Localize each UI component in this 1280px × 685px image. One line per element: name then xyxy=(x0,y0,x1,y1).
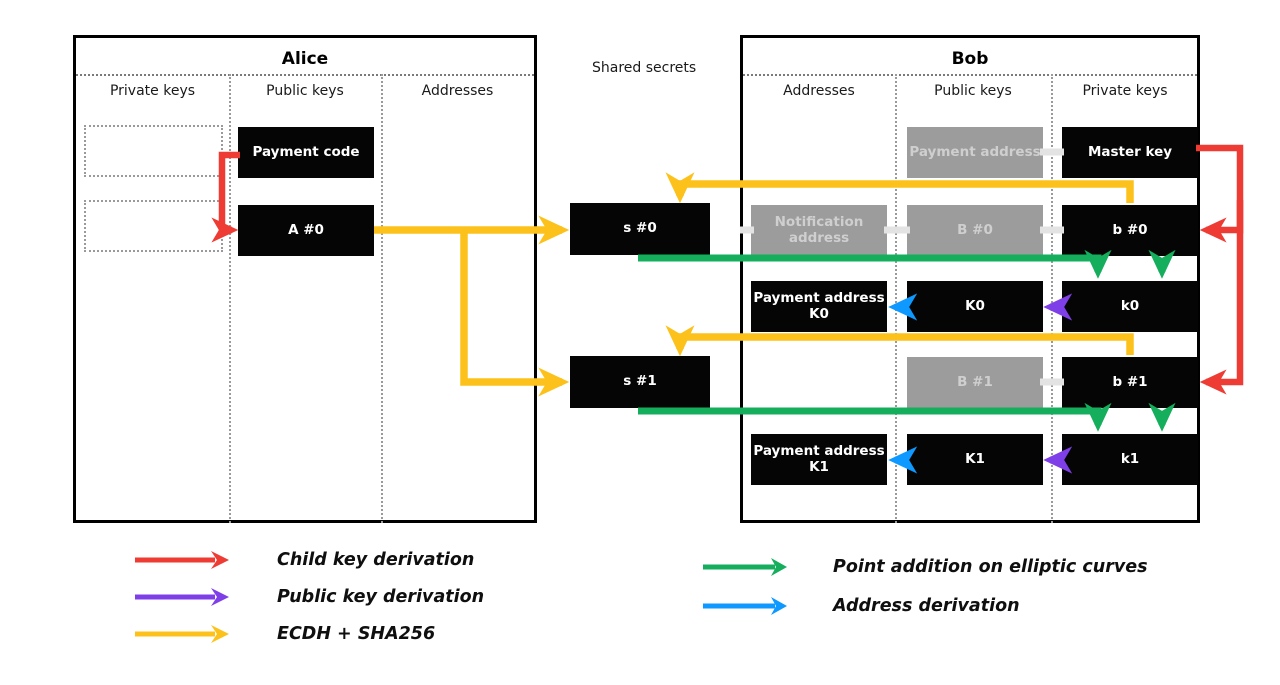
bob-address-notification-box: Notification address xyxy=(751,205,887,256)
shared-secret-s0-box[interactable]: s #0 xyxy=(570,203,710,255)
bob-col-divider-1 xyxy=(895,74,897,523)
legend-arrow-blue-icon xyxy=(703,597,787,615)
bob-public-payment-address-box: Payment address xyxy=(907,127,1043,178)
alice-panel-title: Alice xyxy=(281,49,329,69)
bob-panel-title: Bob xyxy=(951,49,989,69)
bob-private-master-key-box[interactable]: Master key xyxy=(1062,127,1198,178)
legend-child-key-derivation-label: Child key derivation xyxy=(277,550,475,570)
bob-col-divider-2 xyxy=(1051,74,1053,523)
bob-private-k0-box[interactable]: k0 xyxy=(1062,281,1198,332)
legend-public-key-derivation: Public key derivation xyxy=(133,585,484,609)
alice-col-head-addresses: Addresses xyxy=(421,83,494,99)
alice-header-divider xyxy=(76,74,534,76)
alice-panel: Alice Private keys Public keys Addresses xyxy=(73,35,537,523)
bob-private-b0-box[interactable]: b #0 xyxy=(1062,205,1198,256)
alice-col-divider-1 xyxy=(229,74,231,523)
legend-ecdh-sha256-label: ECDH + SHA256 xyxy=(277,624,436,644)
shared-secrets-label: Shared secrets xyxy=(592,60,697,76)
alice-col-head-private-keys: Private keys xyxy=(109,83,196,99)
shared-secret-s1-box[interactable]: s #1 xyxy=(570,356,710,408)
bob-public-b0-box: B #0 xyxy=(907,205,1043,256)
bob-col-head-addresses: Addresses xyxy=(783,83,855,99)
alice-public-a0-box[interactable]: A #0 xyxy=(238,205,374,256)
legend-arrow-green-icon xyxy=(703,558,787,576)
legend-public-key-derivation-label: Public key derivation xyxy=(277,587,485,607)
legend-address-derivation-label: Address derivation xyxy=(833,596,1020,616)
alice-col-head-public-keys: Public keys xyxy=(266,83,344,99)
bob-private-b1-box[interactable]: b #1 xyxy=(1062,357,1198,408)
red-arrow-bob-master-to-b1 xyxy=(1199,200,1244,395)
alice-private-placeholder-2 xyxy=(84,200,223,252)
legend-point-addition: Point addition on elliptic curves xyxy=(701,555,1148,579)
legend-ecdh-sha256: ECDH + SHA256 xyxy=(133,622,435,646)
red-arrow-bob-master-to-b0 xyxy=(1196,144,1244,243)
bob-private-k1-box[interactable]: k1 xyxy=(1062,434,1198,485)
legend-arrow-yellow-icon xyxy=(135,625,229,643)
legend-address-derivation: Address derivation xyxy=(701,594,1020,618)
bob-col-head-private-keys: Private keys xyxy=(1082,83,1168,99)
alice-private-placeholder-1 xyxy=(84,125,223,177)
bob-public-k0-box[interactable]: K0 xyxy=(907,281,1043,332)
legend-arrow-red-icon xyxy=(135,551,229,569)
bob-address-payment-k0-box[interactable]: Payment address K0 xyxy=(751,281,887,332)
legend-arrow-purple-icon xyxy=(135,588,229,606)
legend-child-key-derivation: Child key derivation xyxy=(133,548,474,572)
bob-address-payment-k1-box[interactable]: Payment address K1 xyxy=(751,434,887,485)
bob-header-divider xyxy=(743,74,1197,76)
bob-public-b1-box: B #1 xyxy=(907,357,1043,408)
alice-col-divider-2 xyxy=(381,74,383,523)
legend-point-addition-label: Point addition on elliptic curves xyxy=(833,557,1148,577)
bob-col-head-public-keys: Public keys xyxy=(934,83,1012,99)
bob-public-k1-box[interactable]: K1 xyxy=(907,434,1043,485)
alice-payment-code-box[interactable]: Payment code xyxy=(238,127,374,178)
